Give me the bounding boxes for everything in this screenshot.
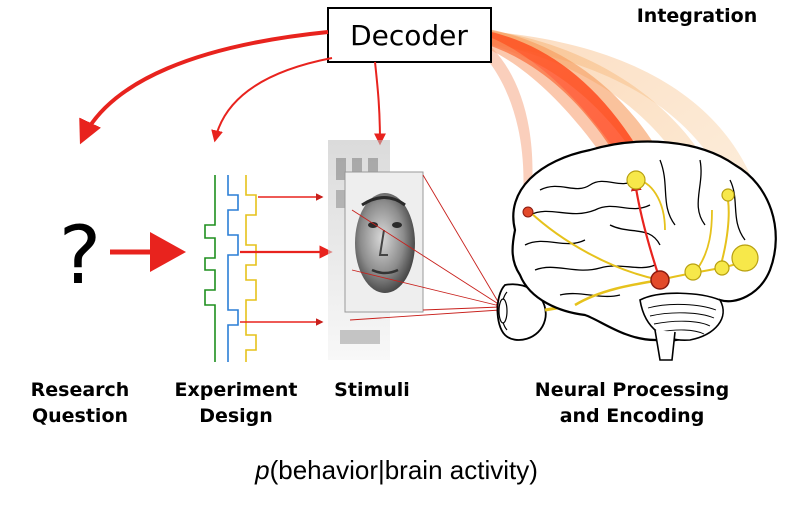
neural-processing-label-line1: Neural Processing: [535, 379, 729, 401]
stimuli-to-eye-lines: [349, 174, 501, 321]
decoder-arrows: [79, 30, 386, 146]
arrow-to-research-question: [79, 30, 329, 145]
node-parietal: [626, 170, 646, 190]
node-dorsal: [721, 188, 735, 202]
question-mark: ?: [59, 209, 101, 302]
arrow-to-stimuli: [373, 61, 386, 146]
formula-p: p: [255, 455, 270, 485]
stage-labels: Research Question Experiment Design Stim…: [31, 379, 730, 427]
node-frontal: [522, 206, 534, 218]
brain-nodes: [522, 170, 759, 290]
neural-processing-label-line2: and Encoding: [560, 405, 705, 427]
stimuli-stack: [328, 140, 424, 360]
decoder-box: Decoder: [327, 7, 492, 63]
node-thalamus: [650, 270, 670, 290]
node-temporal: [684, 263, 702, 281]
face-image: [355, 193, 415, 293]
experiment-design-signals: [204, 175, 257, 362]
stimuli-label: Stimuli: [334, 379, 410, 401]
experiment-design-label-line1: Experiment: [175, 379, 298, 401]
node-occipital-a: [714, 260, 730, 276]
integration-label: Integration: [637, 5, 758, 27]
decoding-formula: p(behavior|brain activity): [0, 455, 793, 486]
brain-icon: [511, 140, 777, 361]
decoder-label: Decoder: [350, 19, 468, 52]
research-question-label-line1: Research: [31, 379, 130, 401]
design-to-stimuli-arrows: [240, 193, 333, 326]
formula-rest: (behavior|brain activity): [269, 455, 538, 485]
experiment-design-label-line2: Design: [199, 405, 273, 427]
arrow-to-experiment-design: [211, 57, 333, 143]
question-to-design-arrow: [110, 232, 186, 272]
node-occipital-b: [731, 244, 759, 272]
research-question-label-line2: Question: [32, 405, 128, 427]
